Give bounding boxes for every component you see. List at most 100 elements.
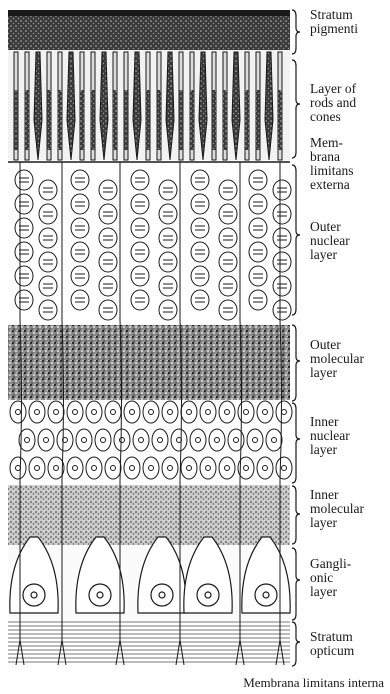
rod-nucleus xyxy=(191,194,209,214)
rod-nucleus xyxy=(39,180,57,200)
nucleolus xyxy=(82,438,87,443)
rod-inner-segment xyxy=(256,90,260,150)
nucleolus xyxy=(111,466,116,471)
rod-nucleus xyxy=(71,242,89,262)
rod-nucleus xyxy=(131,170,149,190)
nucleolus xyxy=(139,438,144,443)
nucleolus xyxy=(120,438,125,443)
rod-nucleus xyxy=(131,290,149,310)
rod-nucleus xyxy=(39,276,57,296)
nucleolus xyxy=(73,410,78,415)
inner-nuclear-band xyxy=(8,400,292,485)
rod-inner-segment xyxy=(190,90,194,150)
nucleolus xyxy=(158,438,163,443)
nucleolus xyxy=(149,410,154,415)
rod-nucleus xyxy=(191,218,209,238)
rod-nucleus xyxy=(273,300,291,320)
outer-molecular-band xyxy=(8,325,290,400)
rod-inner-segment xyxy=(58,90,62,150)
rod-nucleus xyxy=(15,242,33,262)
stratum-pigmenti-band xyxy=(8,10,290,50)
rod-nucleus xyxy=(159,276,177,296)
rod-inner-segment xyxy=(124,90,128,150)
rod-nucleus xyxy=(219,252,237,272)
rod-inner-segment xyxy=(278,90,282,150)
rod-nucleus xyxy=(15,218,33,238)
rod-nucleus xyxy=(249,266,267,286)
rod-nucleus xyxy=(131,266,149,286)
nucleolus xyxy=(101,438,106,443)
stratum-opticum-band xyxy=(8,620,290,665)
bracket-rods-and-cones xyxy=(292,60,300,158)
rod-inner-segment xyxy=(80,90,84,150)
nucleolus xyxy=(187,466,192,471)
rod-nucleus xyxy=(273,180,291,200)
rod-nucleus xyxy=(191,266,209,286)
bracket-stratum-pigmenti xyxy=(292,10,300,54)
bracket-inner-molecular xyxy=(292,486,300,544)
bracket-stratum-opticum xyxy=(292,622,300,666)
rod-nucleus xyxy=(99,228,117,248)
rod-nucleus xyxy=(99,180,117,200)
rod-nucleus xyxy=(191,290,209,310)
rod-nucleus xyxy=(273,228,291,248)
nucleolus xyxy=(73,466,78,471)
nucleolus xyxy=(149,466,154,471)
nucleolus xyxy=(35,410,40,415)
nucleolus xyxy=(225,410,230,415)
nucleolus xyxy=(234,438,239,443)
nucleolus xyxy=(206,410,211,415)
nucleolus xyxy=(35,466,40,471)
nucleolus xyxy=(215,438,220,443)
label-stratum-pigmenti: Stratum pigmenti xyxy=(310,8,358,36)
bracket-outer-molecular xyxy=(292,325,300,401)
rod-nucleus xyxy=(15,194,33,214)
label-inner-nuclear: Inner nuclear layer xyxy=(310,415,350,457)
rod-nucleus xyxy=(249,242,267,262)
rod-nucleus xyxy=(15,290,33,310)
ganglion-nucleolus xyxy=(159,592,165,598)
outer-nuclear-band xyxy=(8,163,291,320)
rod-nucleus xyxy=(39,228,57,248)
label-membrana-limitans-interna: Membrana limitans interna xyxy=(0,675,390,691)
rod-inner-segment xyxy=(25,90,29,150)
nucleolus xyxy=(16,410,21,415)
rod-nucleus xyxy=(219,228,237,248)
nucleolus xyxy=(196,438,201,443)
rod-nucleus xyxy=(71,218,89,238)
rod-nucleus xyxy=(99,252,117,272)
rod-nucleus xyxy=(159,300,177,320)
nucleolus xyxy=(263,466,268,471)
nucleolus xyxy=(44,438,49,443)
nucleolus xyxy=(206,466,211,471)
rod-nucleus xyxy=(159,252,177,272)
ganglion-nucleolus xyxy=(31,592,37,598)
nucleolus xyxy=(111,410,116,415)
rod-nucleus xyxy=(159,180,177,200)
rod-nucleus xyxy=(273,276,291,296)
ganglionic-band xyxy=(8,537,290,620)
bracket-ganglionic xyxy=(292,548,300,620)
nucleolus xyxy=(16,466,21,471)
rod-nucleus xyxy=(131,242,149,262)
nucleolus xyxy=(92,410,97,415)
rod-inner-segment xyxy=(47,90,51,150)
rod-nucleus xyxy=(219,300,237,320)
rod-nucleus xyxy=(15,266,33,286)
label-stratum-opticum: Stratum opticum xyxy=(310,630,354,658)
rod-nucleus xyxy=(159,228,177,248)
label-inner-molecular: Inner molecular layer xyxy=(310,488,364,530)
label-ganglionic: Gangli- onic layer xyxy=(310,557,351,599)
rod-nucleus xyxy=(131,194,149,214)
rod-nucleus xyxy=(39,204,57,224)
ganglion-nucleolus xyxy=(205,592,211,598)
label-rods-and-cones: Layer of rods and cones xyxy=(310,82,356,124)
bracket-inner-nuclear xyxy=(292,403,300,483)
rod-nucleus xyxy=(99,276,117,296)
nucleolus xyxy=(253,438,258,443)
rods-and-cones-band xyxy=(8,50,290,160)
rod-nucleus xyxy=(39,252,57,272)
rod-inner-segment xyxy=(113,90,117,150)
layer-brackets xyxy=(292,10,300,666)
rod-inner-segment xyxy=(223,90,227,150)
